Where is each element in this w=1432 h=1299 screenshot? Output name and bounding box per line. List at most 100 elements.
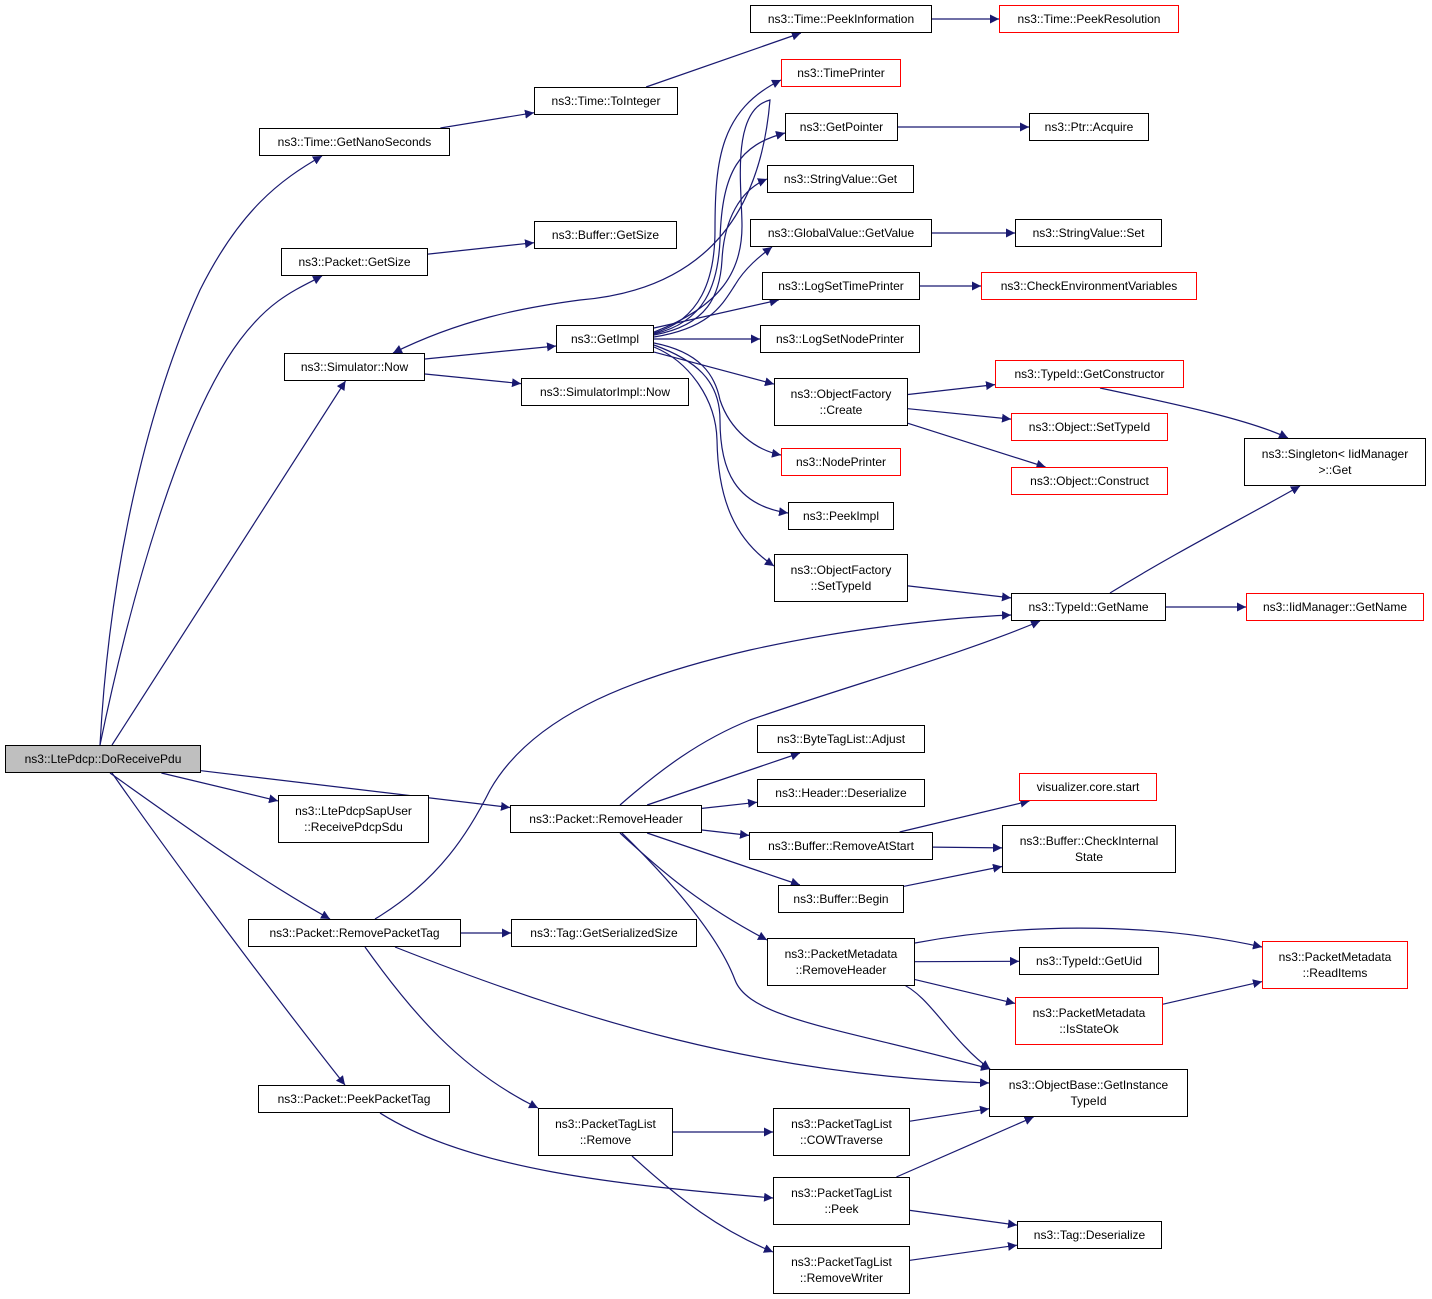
node-label: ns3::LogSetTimePrinter [778, 279, 904, 293]
node-ptr-acquire[interactable]: ns3::Ptr::Acquire [1029, 113, 1149, 141]
node-tid-getuid[interactable]: ns3::TypeId::GetUid [1019, 947, 1159, 975]
edge-sim-now-to-getimpl [424, 342, 557, 360]
edge-getimpl-to-gv-getvalue [653, 246, 773, 338]
node-label: ns3::PacketTagList [791, 1186, 892, 1200]
edge-root-to-p-removepackettag [109, 772, 331, 920]
node-peekimpl[interactable]: ns3::PeekImpl [788, 502, 894, 530]
node-label: ns3::PacketMetadata [1032, 1006, 1146, 1020]
edge-p-removeheader-to-hdr-deser [701, 798, 758, 809]
node-label: ns3::PacketMetadata [784, 947, 898, 961]
node-tag-getser[interactable]: ns3::Tag::GetSerializedSize [511, 919, 697, 947]
node-of-settid[interactable]: ns3::ObjectFactory::SetTypeId [774, 554, 908, 602]
node-sv-get[interactable]: ns3::StringValue::Get [767, 165, 914, 193]
node-pm-removeheader[interactable]: ns3::PacketMetadata::RemoveHeader [767, 938, 915, 986]
node-label: ::ReceivePdcpSdu [304, 820, 403, 834]
node-b-begin[interactable]: ns3::Buffer::Begin [778, 885, 904, 913]
node-checkenv[interactable]: ns3::CheckEnvironmentVariables [981, 272, 1197, 300]
node-root: ns3::LtePdcp::DoReceivePdu [5, 745, 201, 773]
node-iid-getname[interactable]: ns3::IidManager::GetName [1246, 593, 1424, 621]
node-nodeprinter[interactable]: ns3::NodePrinter [781, 448, 901, 476]
edge-getimpl-to-getpointer [653, 130, 786, 335]
node-label: ns3::Time::ToInteger [551, 94, 661, 108]
node-pdcpsap[interactable]: ns3::LtePdcpSapUser::ReceivePdcpSdu [278, 795, 429, 843]
node-viz-start[interactable]: visualizer.core.start [1019, 773, 1157, 801]
node-ptl-remove[interactable]: ns3::PacketTagList::Remove [538, 1108, 673, 1156]
edge-p-getsize-to-b-getsize [427, 239, 535, 255]
node-label: ns3::SimulatorImpl::Now [539, 385, 671, 399]
node-label: ::IsStateOk [1059, 1022, 1119, 1036]
node-label: ns3::PacketTagList [791, 1117, 892, 1131]
edge-ptl-removewriter-to-tag-deser [909, 1242, 1018, 1261]
node-sv-set[interactable]: ns3::StringValue::Set [1015, 219, 1162, 247]
node-label: ::Remove [579, 1133, 632, 1147]
node-b-getsize[interactable]: ns3::Buffer::GetSize [534, 221, 677, 249]
node-pm-readitems[interactable]: ns3::PacketMetadata::ReadItems [1262, 941, 1408, 989]
node-label: ns3::TimePrinter [797, 66, 885, 80]
node-label: ::COWTraverse [800, 1133, 883, 1147]
node-label: ns3::Buffer::CheckInternal [1019, 834, 1159, 848]
node-sim-now[interactable]: ns3::Simulator::Now [284, 353, 425, 381]
node-pm-isstateok[interactable]: ns3::PacketMetadata::IsStateOk [1015, 997, 1163, 1045]
node-gv-getvalue[interactable]: ns3::GlobalValue::GetValue [750, 219, 932, 247]
edge-root-to-pdcpsap [161, 772, 279, 804]
node-label: ns3::PacketTagList [791, 1255, 892, 1269]
node-label: ns3::LogSetNodePrinter [775, 332, 905, 346]
edge-p-removeheader-to-ob-getinst [621, 832, 991, 1071]
node-t-toint[interactable]: ns3::Time::ToInteger [534, 87, 678, 115]
node-simimpl-now[interactable]: ns3::SimulatorImpl::Now [521, 378, 689, 406]
node-ptl-peek[interactable]: ns3::PacketTagList::Peek [773, 1177, 910, 1225]
edge-pm-removeheader-to-pm-readitems [914, 927, 1263, 950]
node-ptl-cow[interactable]: ns3::PacketTagList::COWTraverse [773, 1108, 910, 1156]
node-label: ns3::Tag::Deserialize [1033, 1228, 1146, 1242]
node-getimpl[interactable]: ns3::GetImpl [556, 325, 654, 353]
node-tid-getctor[interactable]: ns3::TypeId::GetConstructor [995, 360, 1184, 388]
node-label: ns3::Singleton< IidManager [1261, 447, 1409, 461]
node-tag-deser[interactable]: ns3::Tag::Deserialize [1017, 1221, 1162, 1249]
node-tid-getname[interactable]: ns3::TypeId::GetName [1011, 593, 1166, 621]
node-timeprinter[interactable]: ns3::TimePrinter [781, 59, 901, 87]
node-label: ns3::TypeId::GetUid [1035, 954, 1143, 968]
node-p-removeheader[interactable]: ns3::Packet::RemoveHeader [510, 805, 702, 833]
edge-p-peekpackettag-to-ptl-peek [379, 1112, 774, 1202]
node-label: ::Create [819, 403, 863, 417]
node-logsettime[interactable]: ns3::LogSetTimePrinter [762, 272, 920, 300]
node-logsetnode[interactable]: ns3::LogSetNodePrinter [760, 325, 920, 353]
node-label: ns3::ObjectFactory [790, 387, 892, 401]
node-obj-construct[interactable]: ns3::Object::Construct [1011, 467, 1168, 495]
node-btl-adjust[interactable]: ns3::ByteTagList::Adjust [757, 725, 925, 753]
edge-getimpl-to-of-create [653, 351, 775, 387]
node-label: ns3::Packet::RemovePacketTag [269, 926, 440, 940]
node-getpointer[interactable]: ns3::GetPointer [785, 113, 898, 141]
node-t-getnano[interactable]: ns3::Time::GetNanoSeconds [259, 128, 450, 156]
node-label: visualizer.core.start [1036, 780, 1140, 794]
node-label: ns3::Simulator::Now [300, 360, 409, 374]
node-p-peekpackettag[interactable]: ns3::Packet::PeekPacketTag [258, 1085, 450, 1113]
node-obj-settid[interactable]: ns3::Object::SetTypeId [1011, 413, 1168, 441]
node-b-removeatstart[interactable]: ns3::Buffer::RemoveAtStart [749, 832, 933, 860]
edge-p-removepackettag-to-ptl-remove [364, 946, 539, 1109]
node-hdr-deser[interactable]: ns3::Header::Deserialize [757, 779, 925, 807]
node-label: ns3::ObjectBase::GetInstance [1008, 1078, 1169, 1092]
node-singleton-get[interactable]: ns3::Singleton< IidManager >::Get [1244, 438, 1426, 486]
node-label: ns3::Buffer::Begin [793, 892, 889, 906]
node-t-peekres[interactable]: ns3::Time::PeekResolution [999, 5, 1179, 33]
node-label: ns3::StringValue::Get [783, 172, 898, 186]
edge-getimpl-to-of-settid [653, 346, 775, 567]
node-p-getsize[interactable]: ns3::Packet::GetSize [281, 248, 428, 276]
node-label: ns3::StringValue::Set [1032, 226, 1145, 240]
edge-of-create-to-obj-settid [907, 408, 1012, 423]
node-label: ns3::IidManager::GetName [1262, 600, 1408, 614]
edge-p-removeheader-to-tid-getname [619, 620, 1041, 806]
node-ptl-removewriter[interactable]: ns3::PacketTagList::RemoveWriter [773, 1246, 910, 1294]
node-label: ns3::PacketMetadata [1278, 950, 1392, 964]
node-label: State [1074, 850, 1104, 864]
node-of-create[interactable]: ns3::ObjectFactory::Create [774, 378, 908, 426]
edge-t-getnano-to-t-toint [440, 109, 535, 129]
node-p-removepackettag[interactable]: ns3::Packet::RemovePacketTag [248, 919, 461, 947]
node-label: ns3::LtePdcpSapUser [295, 804, 412, 818]
node-t-peekinfo[interactable]: ns3::Time::PeekInformation [750, 5, 932, 33]
